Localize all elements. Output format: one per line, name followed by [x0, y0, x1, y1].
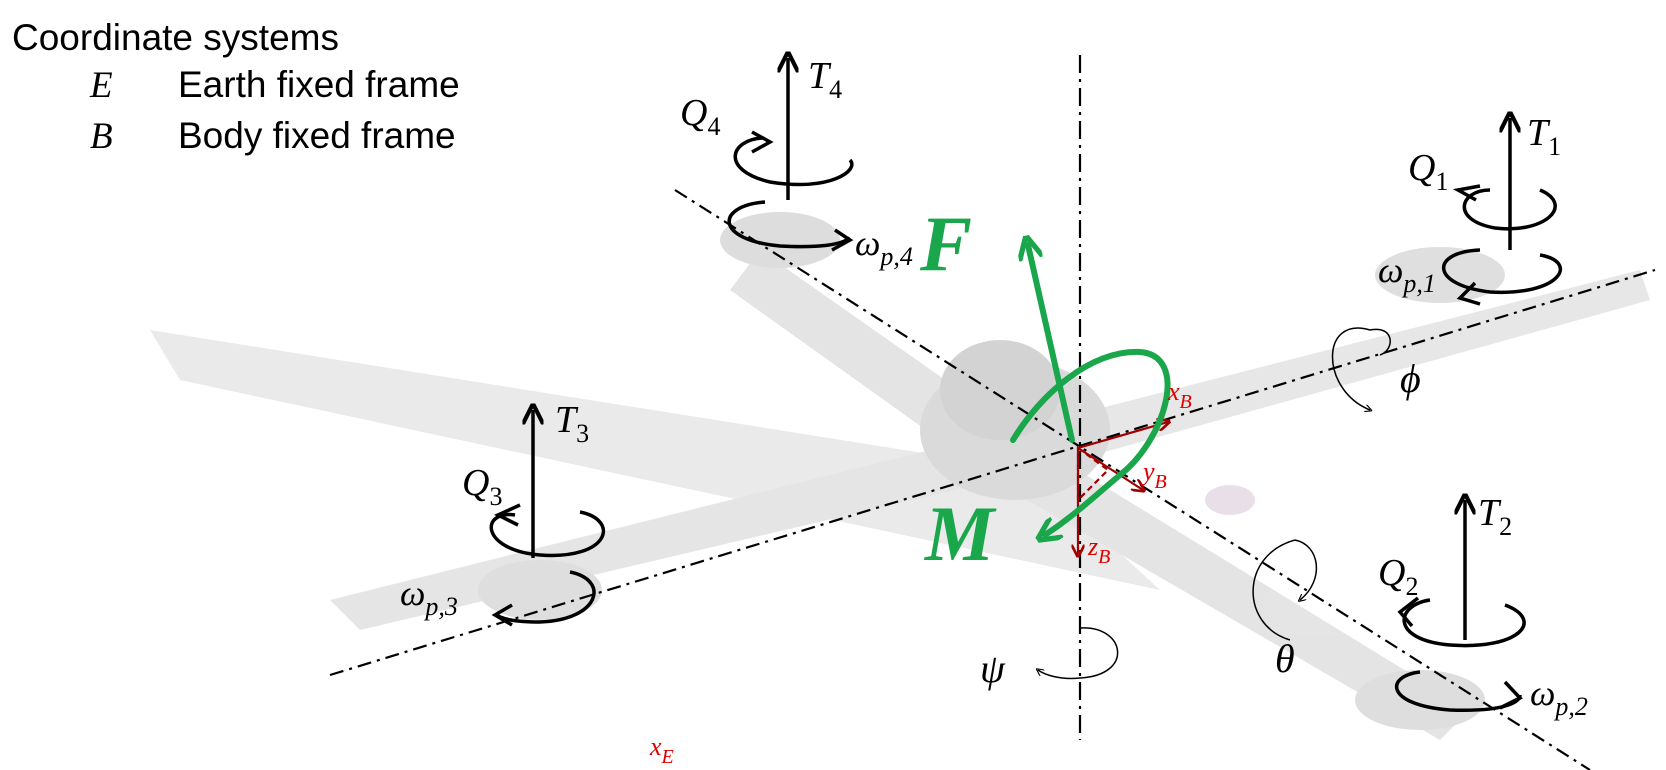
speed-arrowhead-1	[1456, 281, 1481, 306]
speed-arc-4	[727, 200, 852, 249]
arm-axes	[329, 55, 1656, 770]
force-arrow	[1028, 245, 1075, 443]
thrust-label-2: T2	[1478, 492, 1512, 541]
torque-arc-3	[489, 510, 606, 558]
torque-arrowhead-2	[1397, 596, 1420, 628]
thrust-label-3: T3	[555, 399, 589, 448]
legend-symbol-body: B	[90, 116, 113, 157]
arm-axis-2-4	[674, 189, 1591, 770]
rotor-2	[1394, 500, 1526, 712]
force-moment	[1010, 245, 1171, 535]
legend-row-body: B Body fixed frame	[12, 111, 460, 162]
legend: Coordinate systems E Earth fixed frame B…	[12, 16, 460, 162]
thrust-label-1: T1	[1527, 112, 1561, 161]
torque-label-1: Q1	[1408, 147, 1448, 196]
pitch-arc	[1252, 539, 1296, 641]
rotor-1	[1442, 118, 1562, 306]
speed-arrowhead-4	[831, 228, 854, 252]
torque-arrowhead-1	[1452, 184, 1481, 202]
torque-arc-2	[1402, 598, 1526, 648]
legend-title: Coordinate systems	[12, 17, 339, 58]
body-y-label: yB	[1140, 457, 1167, 493]
speed-arc-1	[1442, 248, 1562, 295]
speed-label-2: ωp,2	[1530, 673, 1588, 721]
labels: T1 Q1 ωp,1 T2 Q2 ωp,2 T3 Q3 ωp,3 T4 Q4 ω…	[400, 55, 1588, 768]
torque-arrowhead-3	[493, 503, 521, 527]
roll-label: ϕ	[1400, 356, 1421, 401]
roll-arc	[1331, 327, 1371, 410]
legend-label-earth: Earth fixed frame	[178, 64, 460, 105]
body-x-axis	[1077, 422, 1168, 450]
rotor-4	[727, 58, 854, 252]
force-label: F	[919, 200, 972, 287]
rotor-3	[489, 410, 606, 627]
body-axes-triangle	[1076, 445, 1110, 503]
roll-arc-top	[1369, 328, 1391, 356]
legend-label-body: Body fixed frame	[178, 115, 456, 156]
speed-arrowhead-3	[491, 603, 513, 627]
torque-label-4: Q4	[680, 92, 720, 141]
thrust-label-4: T4	[808, 55, 842, 104]
legend-symbol-earth: E	[90, 65, 113, 106]
torque-arrowhead-4	[751, 130, 774, 154]
speed-label-1: ωp,1	[1378, 250, 1436, 298]
moment-arrow	[1010, 348, 1171, 535]
speed-label-4: ωp,4	[855, 223, 913, 271]
legend-row-earth: E Earth fixed frame	[12, 60, 460, 111]
torque-arc-4	[733, 136, 854, 187]
speed-label-3: ωp,3	[400, 573, 458, 621]
pitch-label: θ	[1275, 636, 1295, 681]
yaw-label: ψ	[980, 646, 1006, 691]
torque-label-2: Q2	[1378, 552, 1418, 601]
earth-x-label: xE	[649, 732, 674, 768]
moment-label: M	[923, 490, 997, 577]
body-x-label: xB	[1167, 377, 1192, 413]
body-z-label: zB	[1087, 532, 1110, 568]
yaw-arc	[1038, 627, 1119, 680]
angle-arcs	[1038, 327, 1391, 680]
body-axes	[1078, 422, 1168, 555]
pitch-arc-top	[1294, 539, 1317, 600]
speed-arrowhead-2	[1499, 680, 1523, 710]
torque-label-3: Q3	[462, 462, 502, 511]
